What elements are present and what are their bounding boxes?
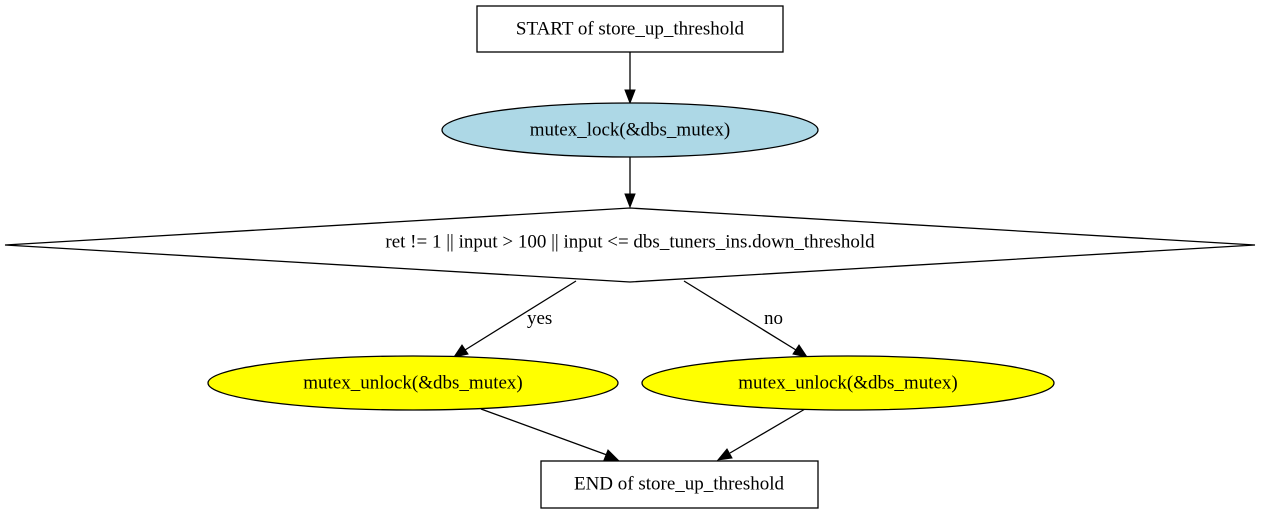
- node-mutex-unlock-no: mutex_unlock(&dbs_mutex): [641, 355, 1055, 411]
- node-start-label: START of store_up_threshold: [516, 19, 745, 40]
- edge-unlock-no-to-end: [716, 408, 806, 461]
- node-mutex-unlock-yes: mutex_unlock(&dbs_mutex): [207, 355, 619, 411]
- node-mutex-lock: mutex_lock(&dbs_mutex): [441, 102, 819, 158]
- edge-decision-to-unlock-no: [683, 280, 809, 358]
- edge-decision-to-unlock-yes: [452, 280, 577, 358]
- edge-unlock-yes-to-end: [480, 408, 620, 461]
- node-end-label: END of store_up_threshold: [574, 474, 785, 495]
- edge-lock-to-decision: [624, 157, 636, 209]
- node-start: START of store_up_threshold: [476, 5, 784, 53]
- node-mutex-lock-label: mutex_lock(&dbs_mutex): [530, 120, 731, 141]
- node-decision-label: ret != 1 || input > 100 || input <= dbs_…: [385, 232, 875, 253]
- edge-label-no: no: [764, 308, 783, 329]
- node-mutex-unlock-no-label: mutex_unlock(&dbs_mutex): [738, 373, 958, 394]
- edge-label-yes: yes: [527, 308, 552, 329]
- node-decision: ret != 1 || input > 100 || input <= dbs_…: [4, 207, 1256, 283]
- node-mutex-unlock-yes-label: mutex_unlock(&dbs_mutex): [303, 373, 523, 394]
- edge-start-to-lock: [624, 52, 636, 105]
- node-end: END of store_up_threshold: [540, 460, 819, 509]
- edges: [452, 52, 809, 461]
